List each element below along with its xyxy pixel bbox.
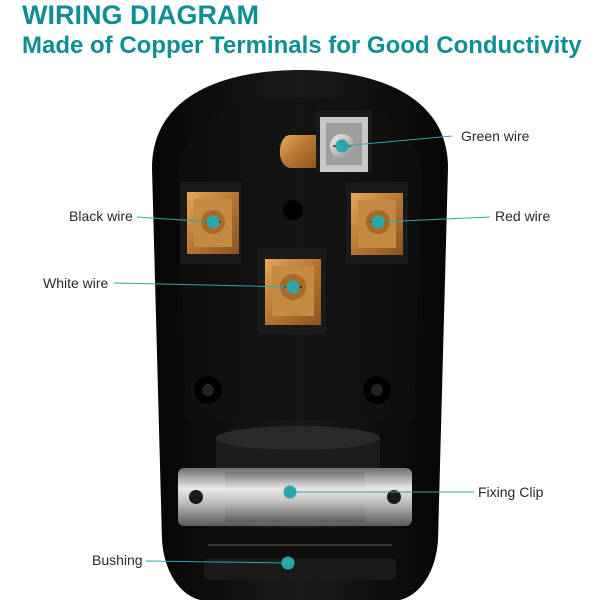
leader-bushing [145,560,289,564]
bushing [204,528,396,580]
mount-hole-left-inner [202,384,214,396]
mount-hole-right-inner [371,384,383,396]
label-black-wire: Black wire [69,208,133,224]
fixing-clip [178,468,412,526]
label-red-wire: Red wire [495,208,551,224]
diagram-title: WIRING DIAGRAM [22,0,259,30]
diagram-subtitle: Made of Copper Terminals for Good Conduc… [22,32,582,59]
label-bushing: Bushing [92,552,143,568]
label-fixing-clip: Fixing Clip [478,484,544,500]
leader-green [341,135,453,147]
leader-black [136,216,214,223]
label-white-wire: White wire [43,275,109,291]
label-green-wire: Green wire [461,128,530,144]
leader-red [377,216,491,223]
leader-white [113,282,294,288]
center-hole [283,200,303,220]
